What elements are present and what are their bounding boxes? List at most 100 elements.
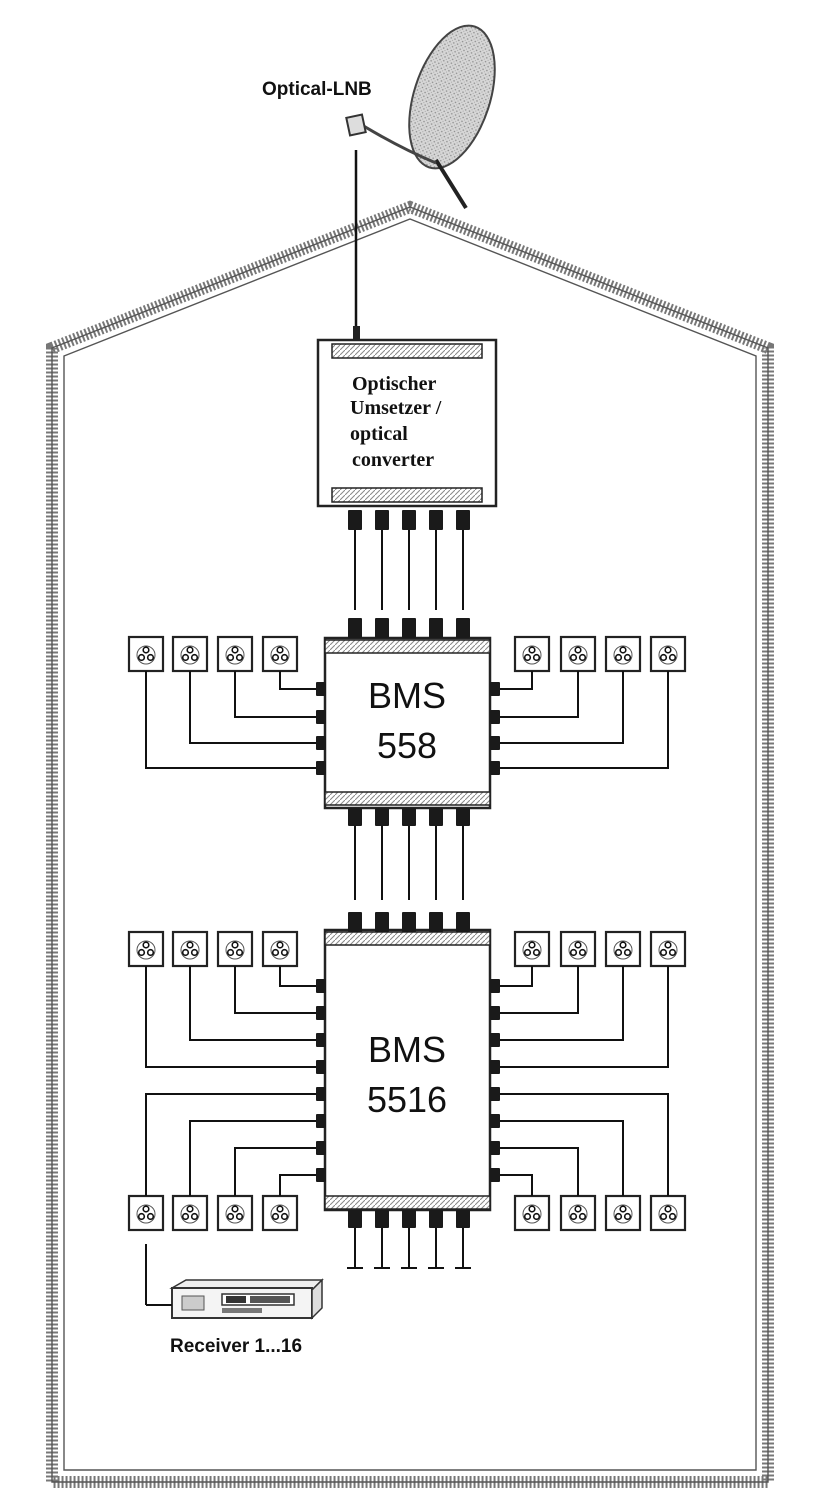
antenna-socket-icon (649, 1194, 687, 1232)
antenna-socket-icon (261, 1194, 299, 1232)
antenna-socket-icon (604, 1194, 642, 1232)
converter-line-3: optical (350, 423, 408, 445)
side-connector (490, 1060, 500, 1074)
multiswitch-bms-5516: BMS 5516 (323, 928, 492, 1212)
side-connector (490, 682, 500, 696)
side-connector (316, 761, 326, 775)
side-connector (490, 1033, 500, 1047)
antenna-socket-icon (604, 635, 642, 673)
house-outline (46, 200, 774, 1488)
output-connector (429, 510, 443, 530)
output-connector (429, 1210, 443, 1228)
optical-converter: Optischer Umsetzer / optical converter (316, 326, 498, 508)
cable (234, 966, 316, 1014)
cable (500, 966, 669, 1068)
side-connector (316, 1060, 326, 1074)
switch1-line-2: 558 (377, 725, 437, 766)
input-connector (456, 912, 470, 932)
side-connector (316, 1033, 326, 1047)
antenna-socket-icon (649, 635, 687, 673)
output-connector (375, 1210, 389, 1228)
side-connector (316, 1141, 326, 1155)
antenna-socket-icon (216, 1194, 254, 1232)
side-connector (490, 736, 500, 750)
output-connector (402, 1210, 416, 1228)
cable (500, 966, 579, 1014)
cable (145, 671, 316, 769)
cable (500, 671, 533, 690)
antenna-socket-icon (216, 635, 254, 673)
antenna-socket-icon (513, 635, 551, 673)
antenna-socket-icon (171, 1194, 209, 1232)
side-connector (490, 979, 500, 993)
cable (500, 1174, 533, 1196)
input-connector (348, 912, 362, 932)
antenna-socket-icon (649, 930, 687, 968)
satellite-dish-icon (345, 24, 496, 328)
side-connector (316, 1168, 326, 1182)
antenna-socket-icon (127, 635, 165, 673)
antenna-socket-icon (127, 930, 165, 968)
antenna-socket-icon (513, 1194, 551, 1232)
antenna-socket-icon (559, 1194, 597, 1232)
input-connector (348, 618, 362, 638)
input-connector (429, 618, 443, 638)
cable (279, 966, 316, 987)
receiver-label: Receiver 1...16 (170, 1336, 302, 1357)
side-connector (490, 710, 500, 724)
side-connector (490, 1114, 500, 1128)
converter-line-4: converter (352, 449, 434, 471)
input-connector (456, 618, 470, 638)
side-connector (316, 710, 326, 724)
output-connector (456, 1210, 470, 1228)
cable (189, 966, 316, 1041)
cable (234, 1147, 316, 1196)
output-connector (456, 510, 470, 530)
cable (189, 671, 316, 744)
output-connector (375, 510, 389, 530)
output-connector (456, 808, 470, 826)
cable (145, 1093, 316, 1196)
output-connector (402, 510, 416, 530)
antenna-socket-icon (127, 1194, 165, 1232)
side-connector (490, 1141, 500, 1155)
antenna-socket-icon (604, 930, 642, 968)
input-connector (375, 618, 389, 638)
connection-layer (127, 510, 687, 1269)
output-connector (348, 808, 362, 826)
side-connector (490, 1006, 500, 1020)
side-connector (316, 1087, 326, 1101)
cable (189, 1120, 316, 1196)
cable (500, 966, 624, 1041)
lnb-label: Optical-LNB (262, 79, 372, 100)
switch1-line-1: BMS (368, 675, 446, 716)
side-connector (490, 761, 500, 775)
input-connector (402, 618, 416, 638)
converter-line-2: Umsetzer / (350, 397, 442, 419)
multiswitch-bms-558: BMS 558 (323, 636, 492, 810)
cable (500, 671, 669, 769)
receiver-device-icon (145, 1244, 324, 1320)
side-connector (316, 736, 326, 750)
input-connector (375, 912, 389, 932)
switch2-line-1: BMS (368, 1029, 446, 1070)
cable (500, 1093, 669, 1196)
switch2-line-2: 5516 (367, 1079, 447, 1120)
antenna-socket-icon (171, 635, 209, 673)
side-connector (316, 1006, 326, 1020)
cable (234, 671, 316, 718)
antenna-socket-icon (171, 930, 209, 968)
cable (500, 966, 533, 987)
cable (279, 1174, 316, 1196)
output-connector (375, 808, 389, 826)
antenna-socket-icon (216, 930, 254, 968)
antenna-socket-icon (513, 930, 551, 968)
cable (145, 966, 316, 1068)
antenna-socket-icon (559, 635, 597, 673)
output-connector (429, 808, 443, 826)
cable (500, 1120, 624, 1196)
cable (279, 671, 316, 690)
output-connector (348, 1210, 362, 1228)
cable (500, 671, 624, 744)
